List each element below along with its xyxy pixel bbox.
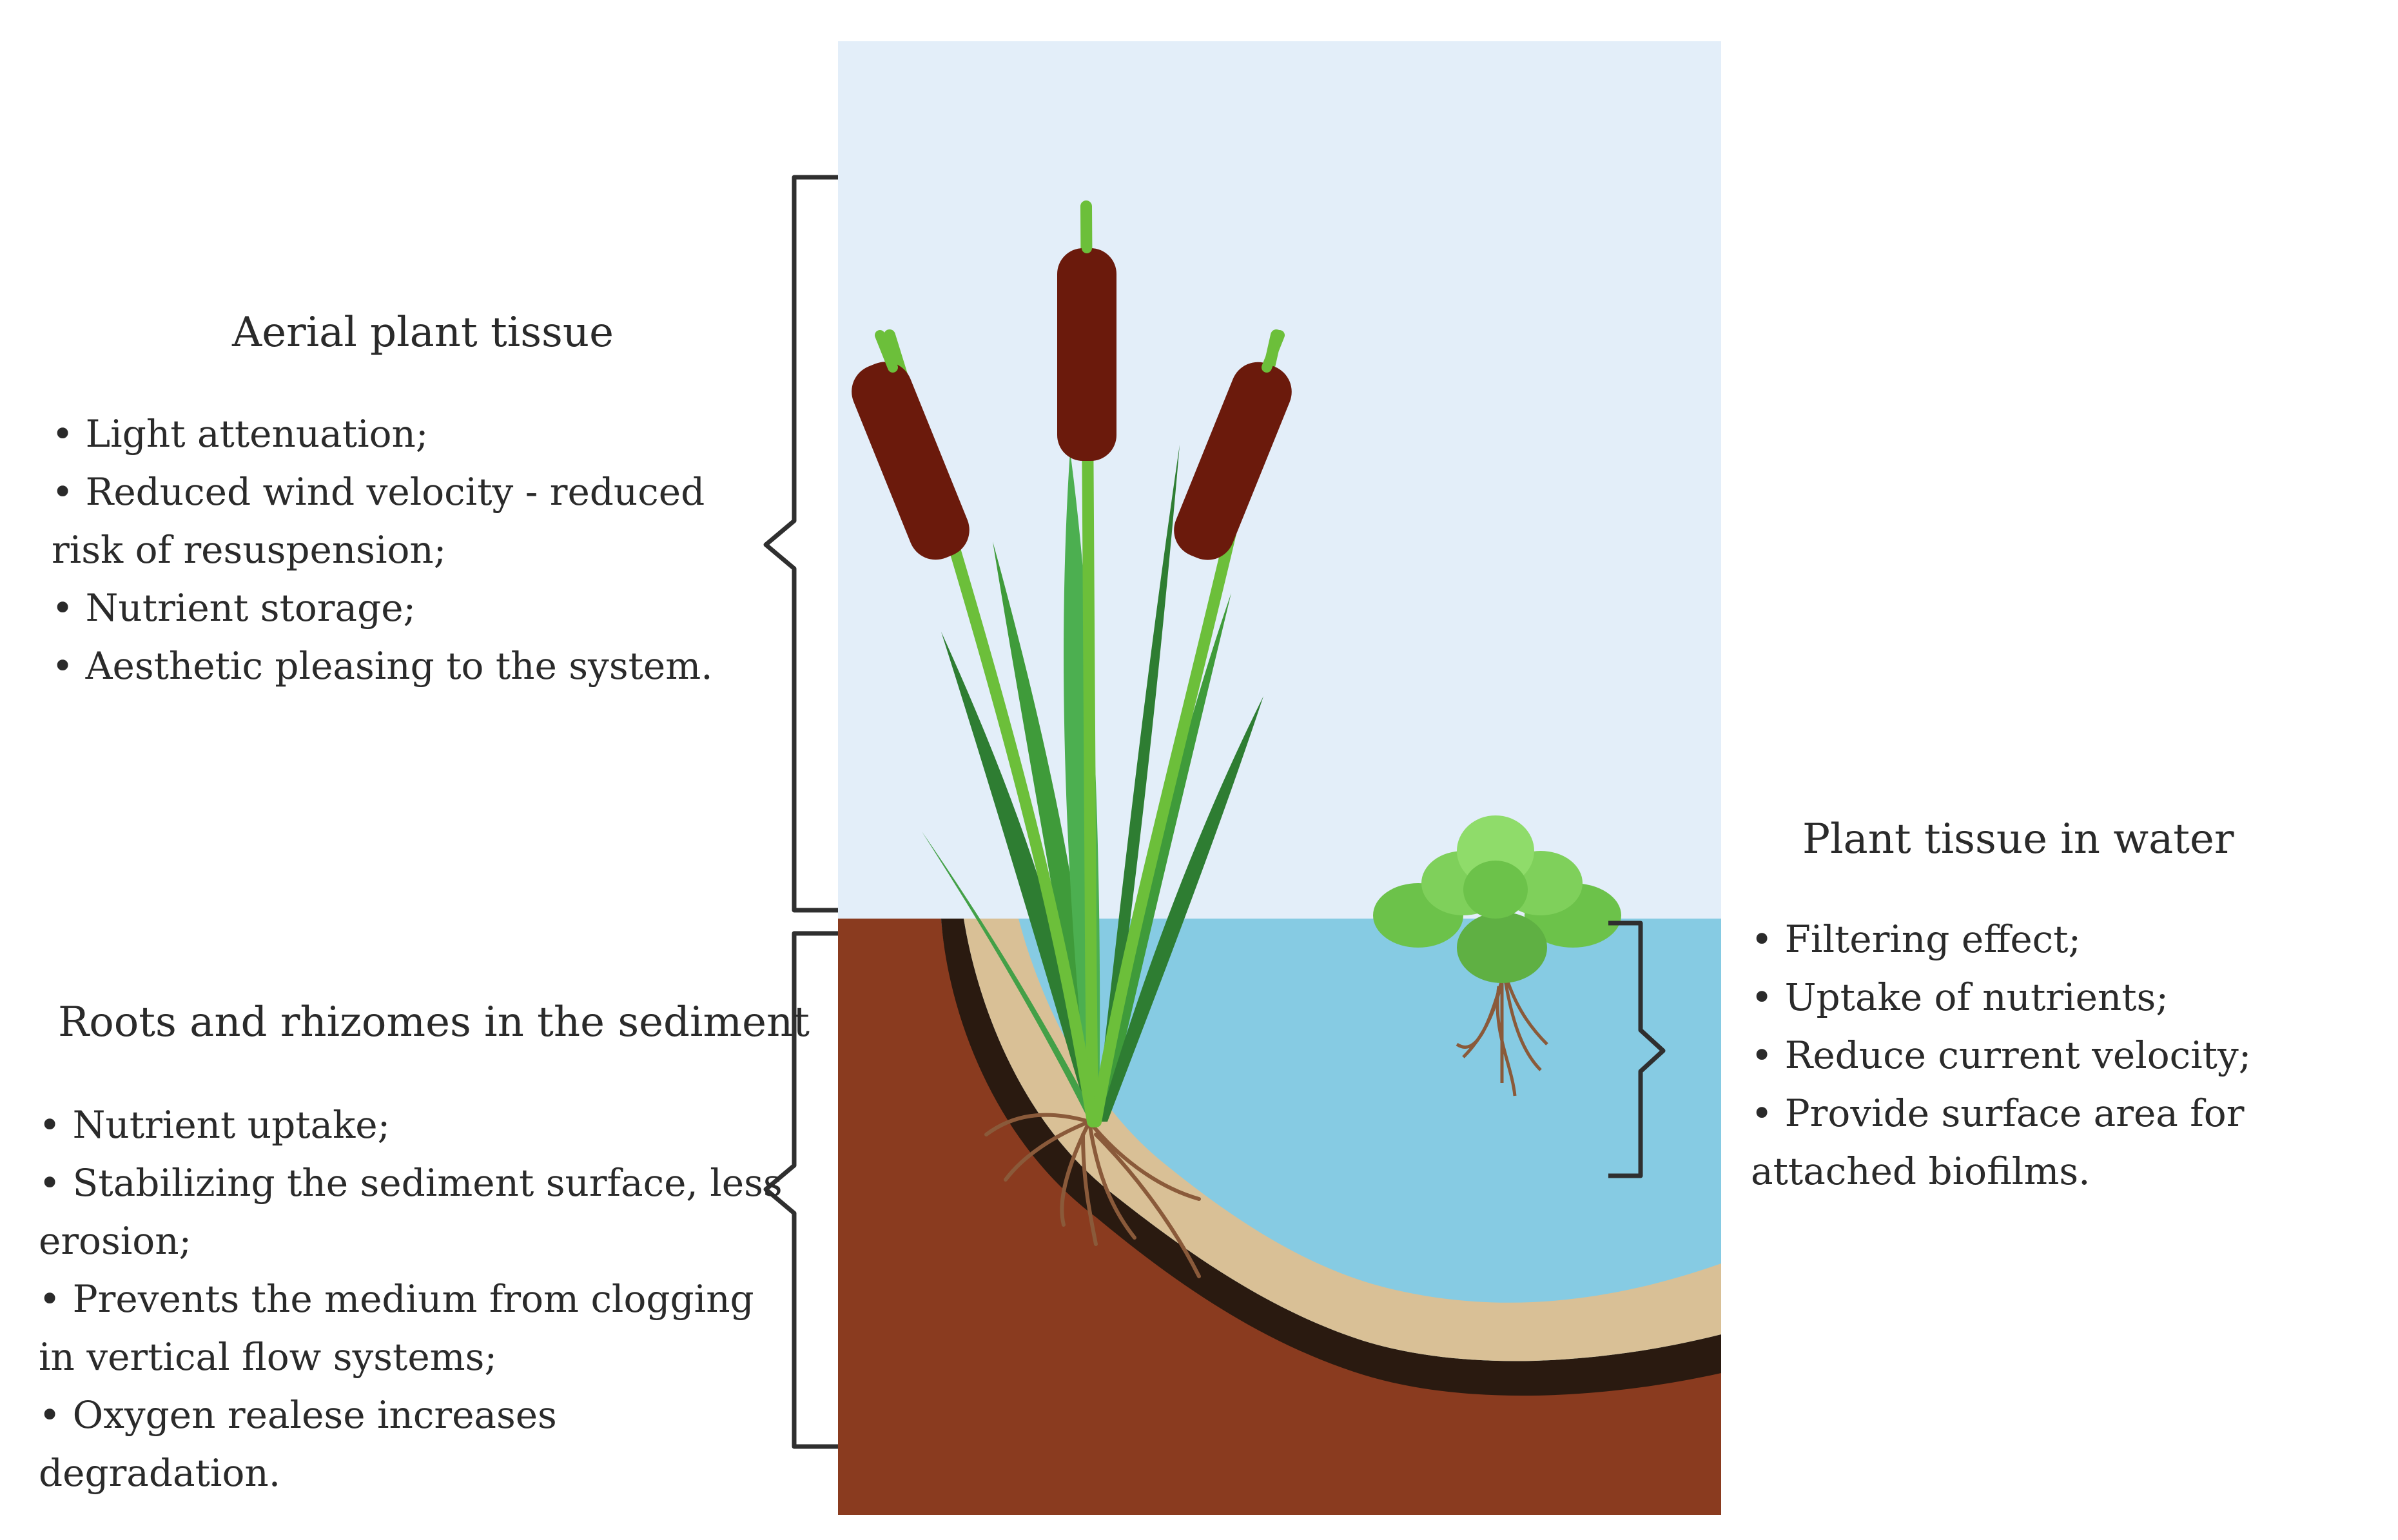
list-item: Nutrient storage; <box>52 579 774 637</box>
cattail-heads <box>852 248 1292 560</box>
list-item: Prevents the medium from clogging in ver… <box>39 1270 786 1386</box>
list-item: Stabilizing the sediment surface, less e… <box>39 1154 786 1270</box>
cattail-roots <box>984 1113 1201 1278</box>
list-item: Reduced wind velocity - reduced risk of … <box>52 463 774 579</box>
sky-background <box>838 41 1721 921</box>
list-item: Filtering effect; <box>1751 910 2395 968</box>
bracket-water <box>1608 921 1666 1178</box>
list-item: Provide surface area for attached biofil… <box>1751 1084 2395 1200</box>
list-item: Nutrient uptake; <box>39 1096 786 1154</box>
aerial-list: Light attenuation; Reduced wind velocity… <box>52 405 774 695</box>
floating-plant-roots <box>1456 979 1548 1097</box>
water-list: Filtering effect; Uptake of nutrients; R… <box>1751 910 2395 1200</box>
floating-plant <box>1373 815 1621 983</box>
soil-layer <box>838 919 1721 1515</box>
roots-list: Nutrient uptake; Stabilizing the sedimen… <box>39 1096 786 1502</box>
sand-layer <box>964 919 1721 1361</box>
cattail-leaves <box>922 445 1263 1122</box>
water-heading: Plant tissue in water <box>1802 815 2234 863</box>
aerial-heading: Aerial plant tissue <box>232 309 614 356</box>
list-item: Uptake of nutrients; <box>1751 968 2395 1026</box>
cattail-tips <box>875 204 1285 373</box>
list-item: Reduce current velocity; <box>1751 1026 2395 1084</box>
roots-heading: Roots and rhizomes in the sediment <box>58 999 810 1046</box>
bracket-aerial <box>763 175 838 913</box>
list-item: Aesthetic pleasing to the system. <box>52 637 774 695</box>
list-item: Light attenuation; <box>52 405 774 463</box>
list-item: Oxygen realese increases degradation. <box>39 1386 786 1502</box>
